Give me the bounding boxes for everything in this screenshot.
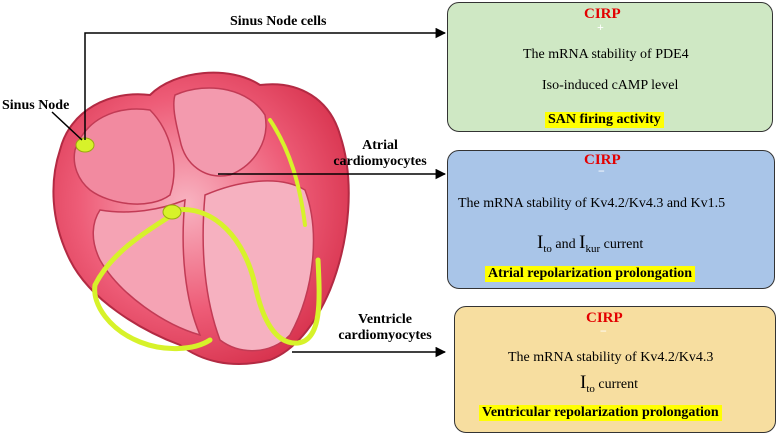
atrial-step2: Ito and Ikur current — [537, 232, 643, 255]
ikur-subscript: kur — [585, 242, 601, 255]
atrial-step1: The mRNA stability of Kv4.2/Kv4.3 and Kv… — [458, 196, 726, 211]
atrial-step3-highlight: Atrial repolarization prolongation — [485, 266, 696, 282]
ventricle-ito-symbol: I — [580, 372, 587, 393]
sinus-node-pointer-line — [51, 111, 83, 141]
atrial-label-line1: Atrial — [362, 138, 398, 153]
ventricle-step1: The mRNA stability of Kv4.2/Kv4.3 — [508, 350, 714, 365]
heart-illustration — [52, 71, 350, 366]
san-cirp-label: CIRP — [584, 6, 621, 22]
sinus-node-label: Sinus Node — [2, 98, 70, 113]
ventricle-ito-subscript: to — [586, 382, 595, 395]
ventricle-sign: − — [600, 324, 607, 338]
ventricle-current-text: current — [594, 377, 639, 392]
sinus-node-dot — [75, 137, 95, 153]
conduction-right — [92, 212, 213, 352]
atrial-cirp-label: CIRP — [584, 152, 621, 168]
left-atrium — [173, 87, 267, 177]
san-panel — [447, 2, 773, 132]
san-connector-line — [84, 27, 447, 140]
ventricle-step2: Ito current — [580, 372, 638, 395]
atrial-label-line2: cardiomyocytes — [333, 154, 427, 169]
right-ventricle — [92, 198, 202, 337]
atrial-and-text: and — [551, 237, 580, 252]
san-sign: + — [597, 20, 604, 34]
ventricle-label-line1: Ventricle — [358, 312, 412, 327]
ito-symbol: I — [537, 232, 544, 253]
atrial-current-text: current — [600, 237, 644, 252]
right-atrium — [73, 108, 175, 205]
san-step1: The mRNA stability of PDE4 — [523, 47, 689, 62]
san-step3-highlight: SAN firing activity — [545, 112, 664, 128]
ito-subscript: to — [543, 242, 552, 255]
ventricle-cardiomyocytes-label: Ventricle cardiomyocytes — [330, 312, 440, 344]
conduction-upper — [268, 118, 307, 227]
conduction-left — [172, 207, 322, 346]
ikur-symbol: I — [579, 232, 586, 253]
ventricle-cirp-label: CIRP — [586, 310, 623, 326]
av-node — [162, 204, 182, 220]
atrial-sign: − — [598, 164, 605, 178]
sinus-node-cells-label: Sinus Node cells — [230, 14, 327, 29]
ventricle-step3-highlight: Ventricular repolarization prolongation — [479, 405, 722, 421]
ventricle-label-line2: cardiomyocytes — [338, 328, 432, 343]
left-ventricle — [202, 180, 315, 352]
atrial-cardiomyocytes-label: Atrial cardiomyocytes — [325, 138, 435, 170]
atrial-panel — [447, 150, 775, 289]
san-step2: Iso-induced cAMP level — [542, 78, 679, 93]
